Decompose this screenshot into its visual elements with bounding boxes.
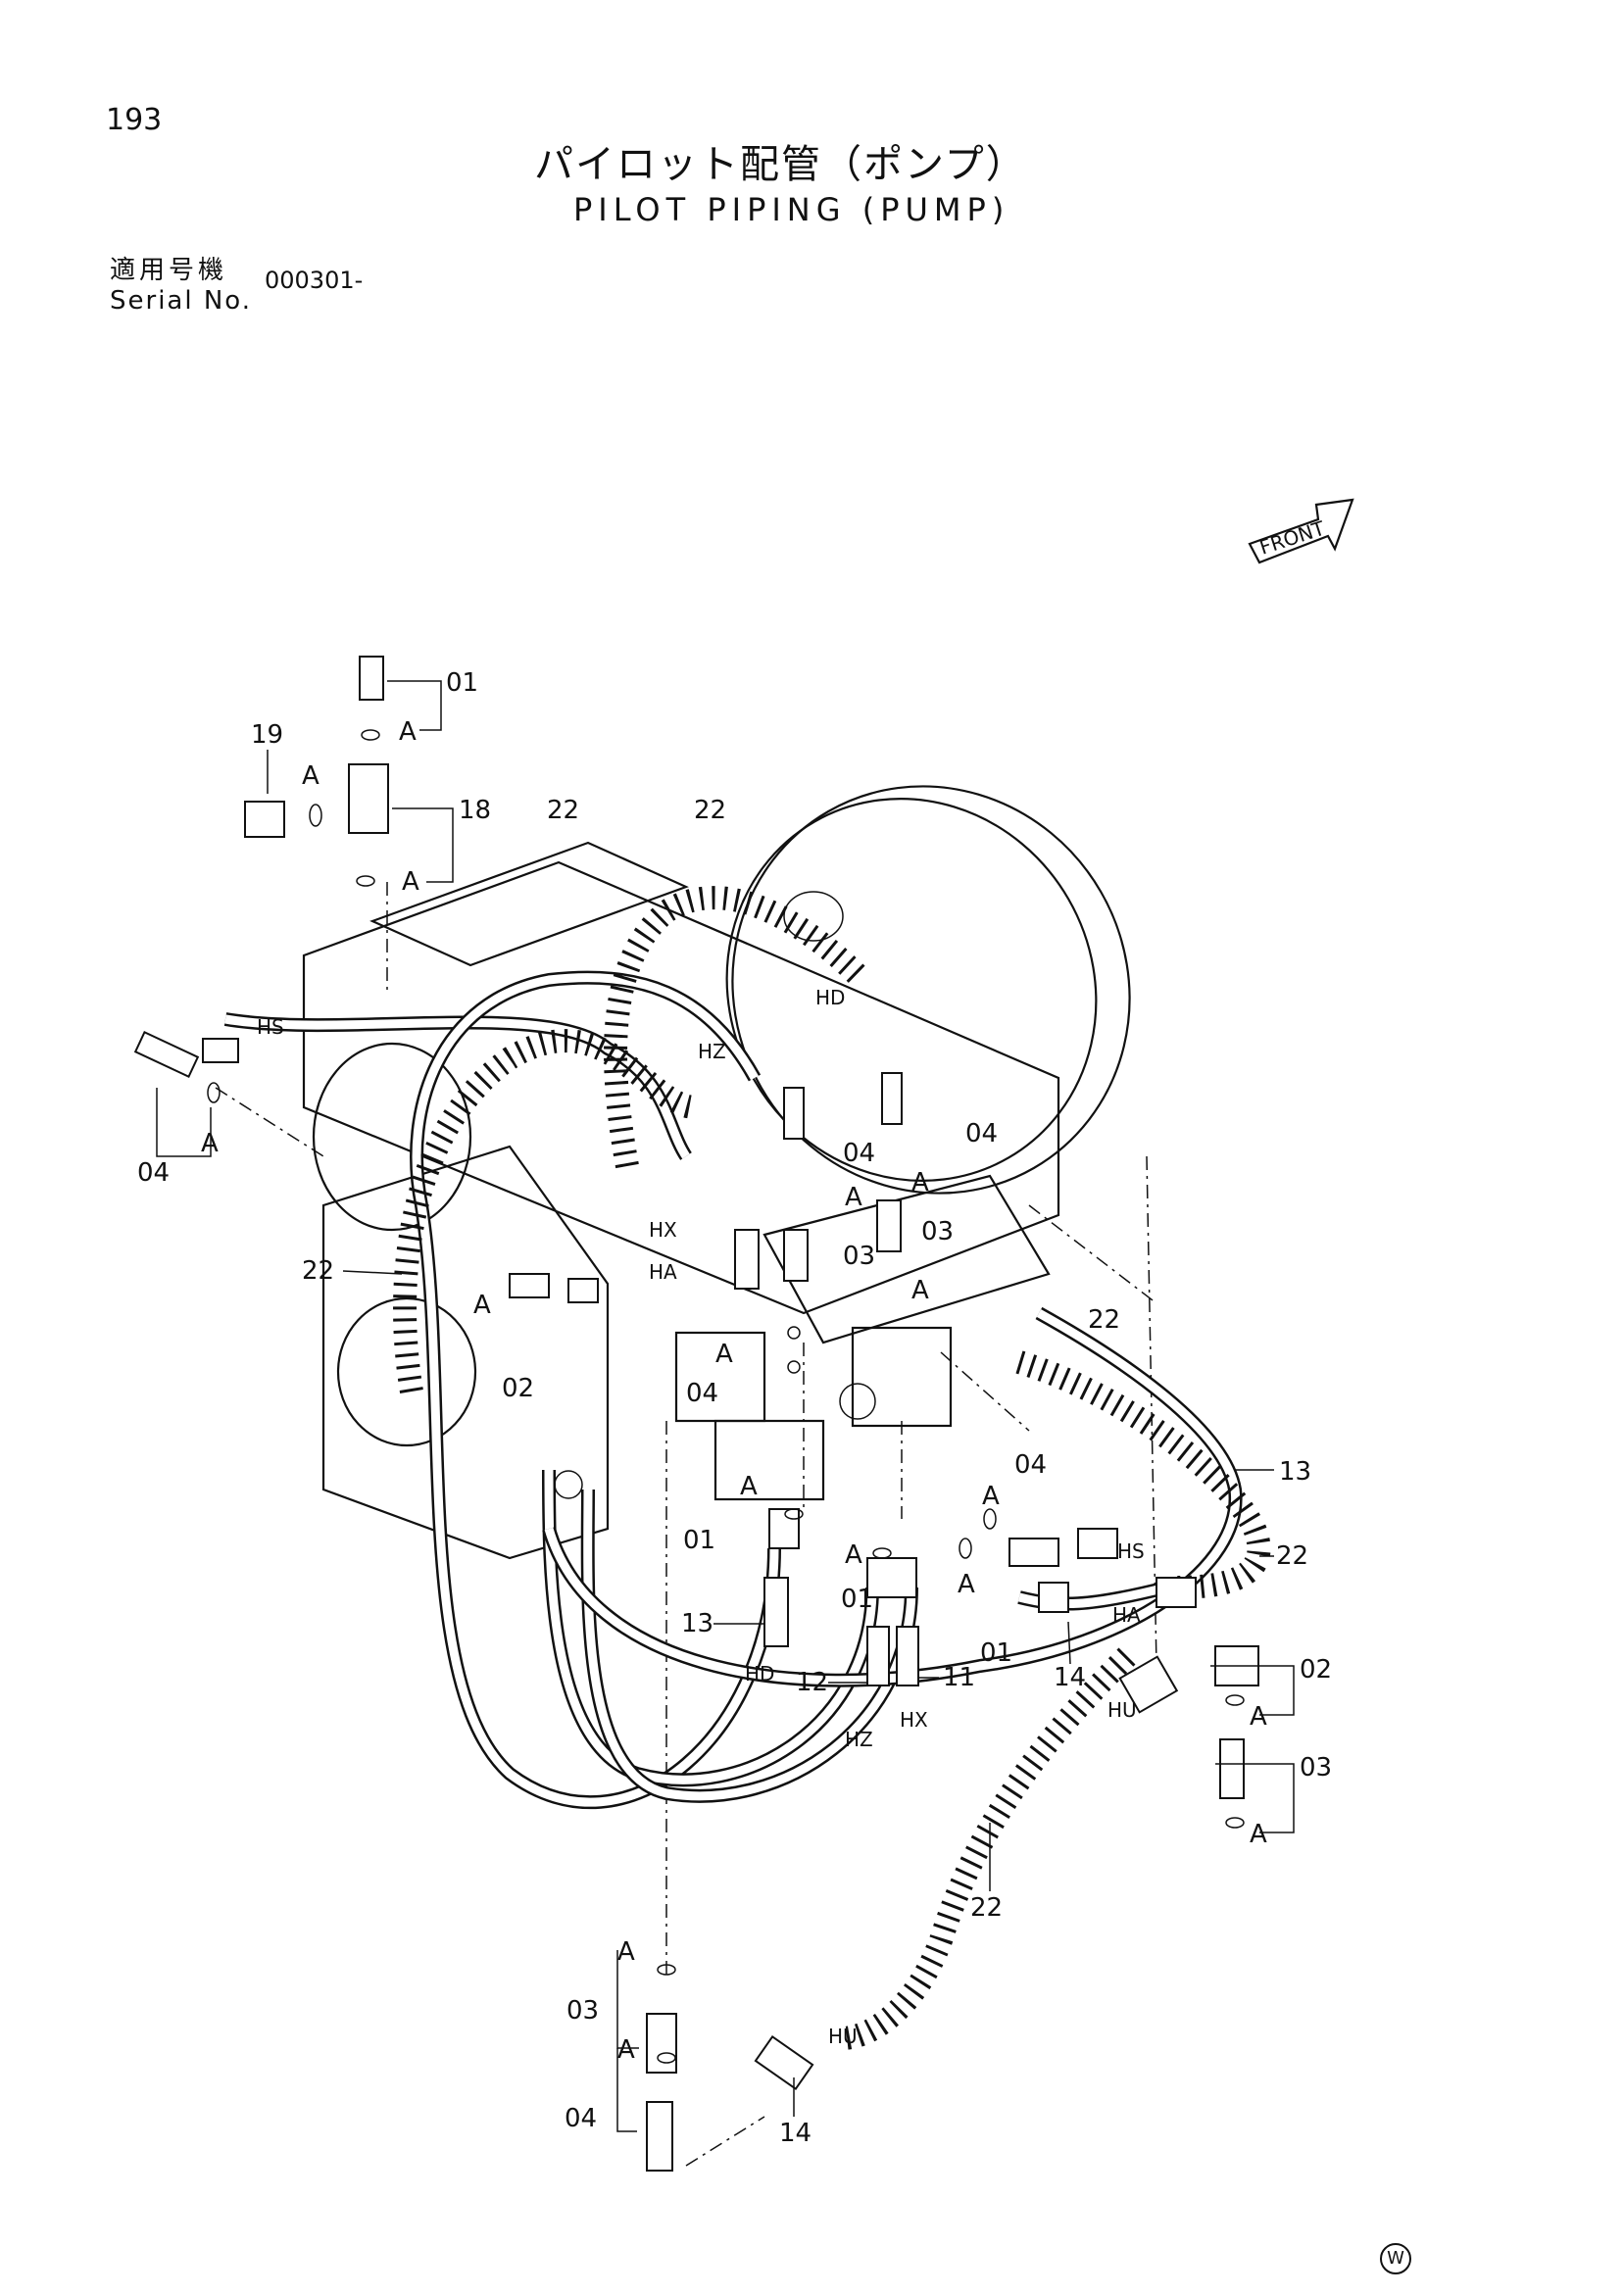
callout-part-04: 04 [1014,1450,1047,1480]
seal-callout: A [845,1183,862,1212]
seal-callout: A [982,1482,1000,1511]
callout-part-22: 22 [1276,1541,1308,1571]
port-labels: HS HD HZ HX HA HS HA HD HZ HX HU HU [257,986,1145,2048]
callout-part-04: 04 [843,1139,875,1168]
callout-part-22: 22 [547,796,579,825]
callout-part-01: 01 [683,1526,715,1555]
callout-part-09: 11 [943,1663,975,1692]
callout-part-10: 12 [796,1668,828,1697]
pilot-hoses [223,886,1271,2050]
serial-label: Serial No. [110,286,252,316]
front-arrow-icon: FRONT [1248,498,1354,564]
seal-callout: A [911,1276,929,1305]
port-label-hz: HZ [698,1040,726,1063]
callout-part-04: 04 [965,1119,998,1148]
seal-callout: A [302,761,320,791]
callout-part-02: 02 [502,1374,534,1403]
seal-callout: A [911,1168,929,1197]
callout-part-03: 03 [843,1242,875,1271]
port-label-ha: HA [1112,1603,1141,1627]
callout-part-04: 04 [137,1158,170,1188]
port-label-hd: HD [815,986,845,1009]
port-label-ha: HA [649,1260,677,1284]
callout-part-19: 19 [251,720,283,750]
part-callouts: 01 A 18 A 19 A 04 A 22 22 22 02 A 04 04 … [137,668,1332,2148]
callout-part-12: 14 [779,2119,812,2148]
callout-part-13: 13 [1279,1457,1311,1487]
callout-part-14: 14 [1054,1663,1086,1692]
seal-callout: A [740,1472,758,1501]
port-label-hu: HU [1107,1698,1137,1722]
seal-callout: A [473,1291,491,1320]
page-title-japanese: パイロット配管（ポンプ） [534,142,1027,187]
seal-callout: A [1250,1702,1267,1732]
port-label-hz: HZ [845,1728,873,1751]
flywheel-housing [725,785,1131,1195]
seal-callout: A [715,1340,733,1369]
port-label-hs: HS [257,1015,284,1039]
pump-body [302,841,1060,1560]
callout-part-01: 01 [841,1585,873,1614]
callout-part-01: 01 [446,668,478,698]
callout-part-22: 22 [694,796,726,825]
port-label-hx: HX [900,1708,928,1732]
leader-lines [215,882,1157,2167]
serial-label-japanese: 適用号機 [110,256,228,285]
seal-callout: A [201,1129,219,1158]
callout-part-04: 04 [565,2104,597,2133]
page-title: PILOT PIPING (PUMP) [573,191,1010,228]
serial-number-value: 000301- [265,267,364,294]
callout-part-22: 22 [970,1893,1003,1923]
seal-callout: A [402,867,419,897]
page-number: 193 [106,103,163,137]
callout-part-01: 01 [980,1638,1012,1668]
seal-callout: A [399,717,417,747]
callout-part-22: 22 [1088,1305,1120,1335]
callout-part-03: 03 [566,1996,599,2026]
callout-part-03: 03 [921,1217,954,1246]
callout-part-03: 03 [1300,1753,1332,1783]
seal-callout: A [1250,1820,1267,1849]
callout-part-18: 18 [459,796,491,825]
callout-part-02: 02 [1300,1655,1332,1685]
port-label-hs: HS [1117,1539,1145,1563]
callout-part-22: 22 [302,1256,334,1286]
port-label-hu: HU [828,2025,858,2048]
callout-part-04: 04 [686,1379,718,1408]
seal-callout: A [617,2035,635,2065]
fittings [133,656,1259,2172]
port-label-hd: HD [745,1662,774,1685]
front-label: FRONT [1256,516,1328,560]
seal-callout: A [845,1540,862,1570]
seal-callout: A [958,1570,975,1599]
port-label-hx: HX [649,1218,677,1242]
seal-callout: A [617,1937,635,1967]
manufacturer-mark: W [1380,2243,1411,2274]
callout-part-11: 13 [681,1609,713,1638]
